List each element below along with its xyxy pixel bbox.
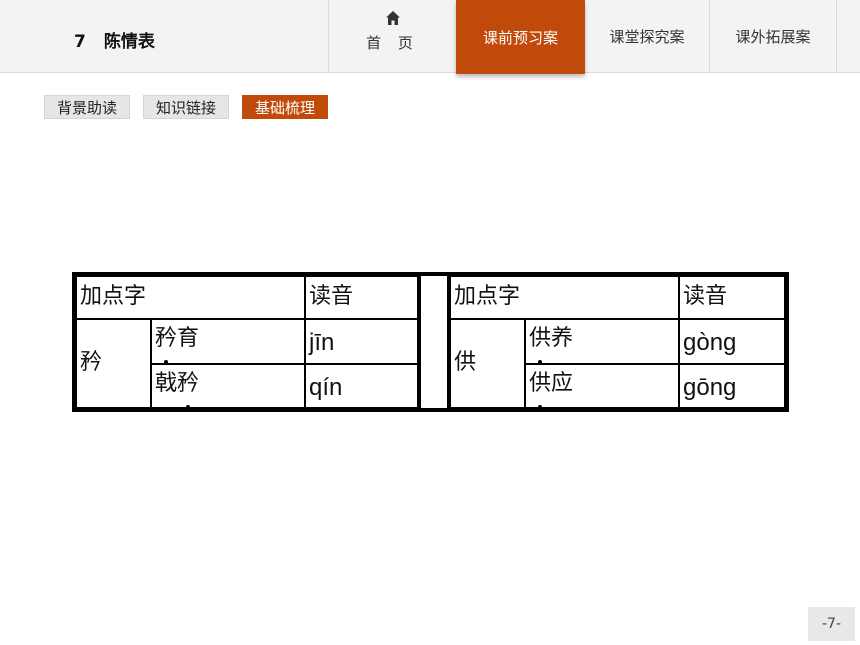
tab-label: 课堂探究案	[609, 28, 685, 46]
subtab-basic-review[interactable]: 基础梳理	[242, 95, 329, 119]
lesson-name: 陈情表	[103, 32, 155, 52]
home-icon	[386, 11, 400, 25]
home-button[interactable]: 首 页	[329, 0, 456, 73]
dotted-char: 矜	[155, 320, 177, 364]
pronunciation-table: 加点字 读音 矜 矜育 jīn 戟矜 qín 加点字 读音 供 供养 gòng …	[72, 272, 789, 412]
table-word-cell: 供应	[525, 364, 679, 409]
home-label: 首 页	[366, 34, 419, 52]
lesson-number: 7	[74, 32, 86, 52]
table-char-cell: 供	[450, 319, 525, 408]
table-reading-cell: qín	[305, 364, 418, 408]
table-char-cell: 矜	[76, 319, 151, 408]
lesson-title: 7 陈情表	[74, 27, 155, 52]
nav-divider	[709, 0, 710, 73]
subtab-background[interactable]: 背景助读	[44, 95, 131, 119]
word-rest: 育	[177, 326, 200, 351]
table-divider-column	[418, 276, 450, 408]
page-number: -7-	[808, 607, 855, 641]
nav-divider	[328, 0, 329, 73]
table-reading-cell: gòng	[679, 319, 785, 364]
table-header-reading: 读音	[679, 276, 785, 319]
dotted-char: 矜	[177, 365, 199, 409]
nav-divider	[836, 0, 837, 73]
tab-label: 课外拓展案	[735, 28, 811, 46]
subtab-knowledge-link[interactable]: 知识链接	[143, 95, 230, 119]
table-reading-cell: jīn	[305, 319, 418, 364]
tab-preview-plan[interactable]: 课前预习案	[456, 0, 585, 74]
dotted-char: 供	[529, 320, 551, 364]
tab-class-inquiry[interactable]: 课堂探究案	[585, 0, 709, 73]
table-word-cell: 戟矜	[151, 364, 305, 409]
word-rest: 养	[551, 326, 574, 351]
word-rest: 应	[551, 371, 574, 396]
table-word-cell: 矜育	[151, 319, 305, 364]
top-navigation-bar: 7 陈情表 首 页 课前预习案 课堂探究案 课外拓展案	[0, 0, 860, 74]
tab-extension[interactable]: 课外拓展案	[710, 0, 836, 73]
table-header-char: 加点字	[450, 276, 679, 319]
table-word-cell: 供养	[525, 319, 679, 364]
dotted-char: 供	[529, 365, 551, 409]
word-rest: 戟	[155, 371, 178, 396]
tab-label: 课前预习案	[482, 28, 558, 47]
table-header-reading: 读音	[305, 276, 418, 319]
table-header-char: 加点字	[76, 276, 305, 319]
table-reading-cell: gōng	[679, 364, 785, 408]
